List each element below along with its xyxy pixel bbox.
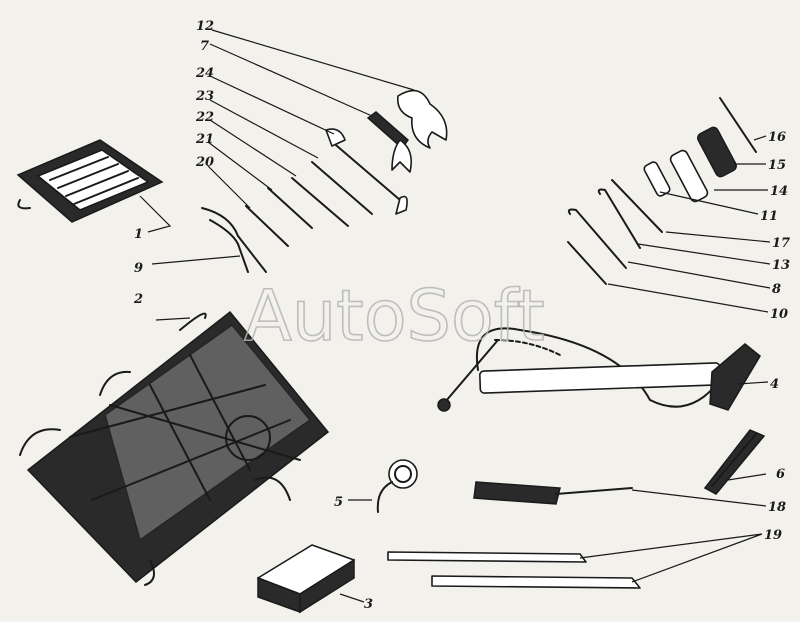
- socket-tools: [643, 97, 757, 203]
- label-14: 14: [770, 184, 788, 199]
- label-21: 21: [195, 132, 214, 147]
- autosoft-watermark: AutoSoft: [244, 275, 545, 357]
- leader-lines: [139, 29, 771, 603]
- label-15: 15: [768, 158, 786, 173]
- screwdriver: [473, 481, 633, 505]
- label-23: 23: [195, 89, 214, 104]
- label-3: 3: [364, 597, 373, 612]
- label-16: 16: [768, 130, 786, 145]
- label-13: 13: [772, 258, 790, 273]
- label-4: 4: [770, 377, 779, 392]
- box: [257, 544, 355, 614]
- label-6: 6: [776, 467, 785, 482]
- label-8: 8: [772, 282, 781, 297]
- pliers: [201, 207, 267, 273]
- wrench-set: [245, 89, 448, 247]
- label-22: 22: [195, 110, 214, 125]
- tyre-levers: [387, 551, 641, 589]
- label-10: 10: [770, 307, 788, 322]
- label-9: 9: [134, 261, 143, 276]
- label-18: 18: [768, 500, 786, 515]
- feeler-gauge: [703, 429, 766, 495]
- large-tool-roll-bag: [19, 310, 330, 586]
- label-1: 1: [134, 227, 143, 242]
- label-12: 12: [196, 19, 214, 34]
- label-19: 19: [764, 528, 782, 543]
- callout-labels: 1 2 3 4 5 6 7 8 9 10 11 12 13 14 15 16 1…: [133, 19, 790, 612]
- label-5: 5: [334, 495, 343, 510]
- label-20: 20: [195, 155, 214, 170]
- small-tool-pouch: [16, 139, 164, 223]
- pressure-gauge: [376, 459, 418, 513]
- label-24: 24: [195, 66, 214, 81]
- tyre-pump: [437, 327, 761, 412]
- label-17: 17: [772, 236, 790, 251]
- label-11: 11: [760, 209, 778, 224]
- hook-spanners: [567, 179, 663, 285]
- label-7: 7: [200, 39, 209, 54]
- label-2: 2: [133, 292, 143, 307]
